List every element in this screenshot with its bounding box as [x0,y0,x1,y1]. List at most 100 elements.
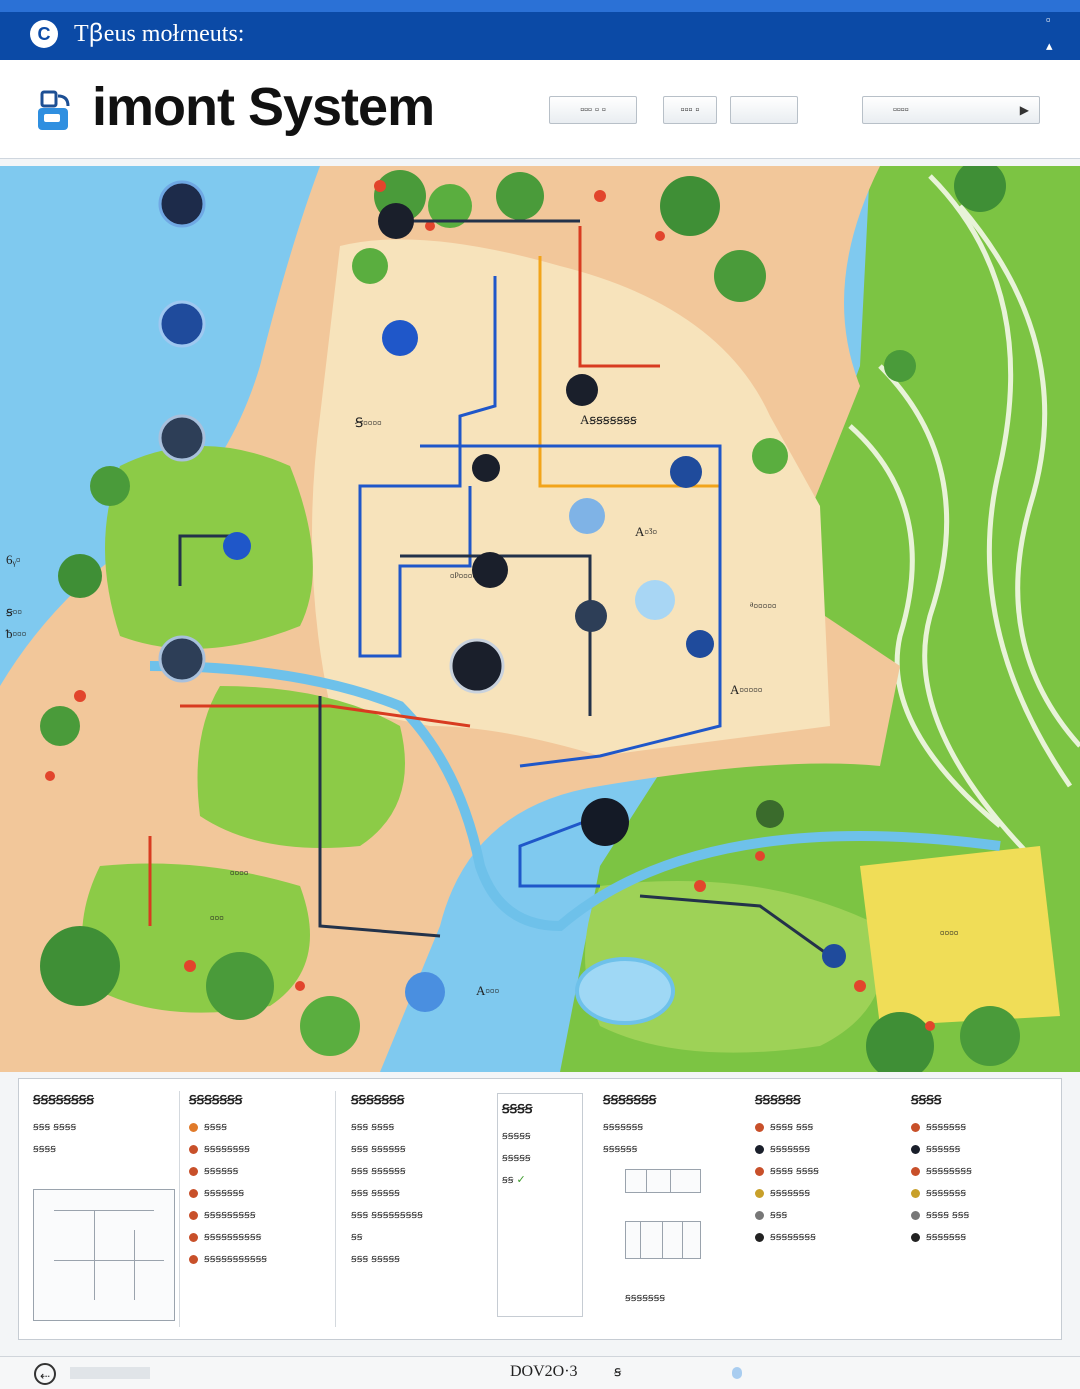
map-label: ▫▫▫▫ [940,925,958,940]
legend-row: ꞩꞩꞩ ꞩꞩꞩꞩꞩ [351,1187,400,1199]
status-dot-icon [189,1232,198,1242]
legend-row: ꞩꞩꞩꞩꞩꞩꞩ [911,1116,1057,1138]
legend-row: ꞩꞩꞩꞩꞩꞩꞩꞩꞩ [189,1204,329,1226]
legend-column-title: ꞩꞩꞩꞩ [911,1093,942,1107]
window-restore-icon[interactable]: ▫ [1046,12,1051,27]
map-label: ▫▫▫ [210,910,224,925]
legend-column-title: ꞩꞩꞩꞩꞩꞩ [755,1093,801,1107]
controller-node[interactable] [472,552,508,588]
view-select[interactable]: ▫▫▫▫ ▶ [862,96,1040,124]
map-canvas[interactable]: Ꞩ▫▫▫▫ Aꞩꞩꞩꞩꞩꞩꞩ A▫ᶾ▫ ▫ᵖ▫▫▫▫ ᵃ▫▫▫▫▫ A▫▫▫▫▫… [0,166,1080,1072]
controller-node[interactable] [158,180,206,228]
legend-row: ꞩꞩꞩꞩꞩꞩꞩ [755,1138,905,1160]
pipe-network [148,219,831,958]
status-dot-icon [911,1232,920,1242]
legend-row: ꞩꞩꞩꞩ [189,1116,329,1138]
meadow-yellow [860,846,1060,1026]
legend-row: ꞩꞩꞩ ꞩꞩꞩꞩ [351,1121,395,1133]
legend-row: ꞩꞩꞩ [755,1204,905,1226]
legend-row: ꞩꞩꞩꞩꞩꞩꞩ [911,1226,1057,1248]
check-icon: ✓ [516,1174,526,1186]
status-dot-icon [755,1210,764,1220]
valve-diagram [625,1169,701,1193]
legend-row: ꞩꞩꞩꞩꞩꞩꞩꞩꞩꞩꞩ [189,1248,329,1270]
central-plaza [312,239,830,756]
status-dot-icon [755,1188,764,1198]
controller-node[interactable] [670,456,702,488]
flower-beds [45,180,935,1031]
legend-row: ꞩꞩꞩꞩꞩꞩꞩ [625,1292,666,1304]
map-label: Aꞩꞩꞩꞩꞩꞩꞩ [580,412,637,427]
irrigation-map[interactable]: Ꞩ▫▫▫▫ Aꞩꞩꞩꞩꞩꞩꞩ A▫ᶾ▫ ▫ᵖ▫▫▫▫ ᵃ▫▫▫▫▫ A▫▫▫▫▫… [0,166,1080,1072]
controller-node[interactable] [756,800,784,828]
legend-row: ꞩꞩꞩꞩ ꞩꞩꞩ [911,1204,1057,1226]
status-indicator-icon [732,1367,742,1379]
controller-node[interactable] [686,630,714,658]
legend-row: ꞩꞩꞩꞩ [33,1143,56,1155]
controller-node[interactable] [405,972,445,1012]
legend-row: ꞩꞩꞩꞩꞩꞩ [911,1138,1057,1160]
legend-row: ꞩꞩꞩꞩ ꞩꞩꞩ [755,1116,905,1138]
select-arrow-icon: ▶ [1019,103,1029,117]
app-title: imont System [92,77,435,137]
controller-node[interactable] [158,635,206,683]
controller-node[interactable] [158,414,206,462]
zone-diagram [33,1189,175,1321]
legend-row: ꞩꞩꞩꞩꞩꞩꞩꞩ [755,1226,905,1248]
controller-node[interactable] [472,454,500,482]
controller-node[interactable] [449,638,505,694]
toolbar-button-2[interactable]: ▫▫▫ ▫ [663,96,717,124]
controller-nodes[interactable] [158,180,846,1012]
status-dot-icon [189,1210,198,1220]
legend-row: ꞩꞩꞩꞩꞩ [502,1152,531,1164]
status-progress [70,1367,150,1379]
status-bar: ⇠ DOV2O·3 ꞩ [0,1356,1080,1389]
controller-node[interactable] [822,944,846,968]
legend-column-4: ꞩꞩꞩꞩ ꞩꞩꞩꞩꞩ ꞩꞩꞩꞩꞩ ꞩꞩ ✓ [497,1093,583,1317]
controller-node[interactable] [566,374,598,406]
status-dot-icon [911,1122,920,1132]
tree-clusters [40,166,1020,1072]
controller-node[interactable] [223,532,251,560]
window-collapse-icon[interactable]: ▴ [1046,38,1053,53]
back-arrow-icon[interactable]: ⇠ [34,1363,56,1385]
status-dot-icon [911,1166,920,1176]
status-dot-icon [189,1166,198,1176]
status-dot-icon [189,1188,198,1198]
legend-row: ꞩꞩꞩ ꞩꞩꞩꞩꞩꞩꞩꞩꞩ [351,1209,423,1221]
stream [149,661,1001,932]
page-indicator: ꞩ [614,1363,622,1379]
controller-node[interactable] [569,498,605,534]
status-dot-icon [755,1144,764,1154]
panel-divider [179,1091,180,1327]
controller-node[interactable] [382,320,418,356]
status-dot-icon [189,1122,198,1132]
view-select-value: ▫▫▫▫ [893,104,909,116]
toolbar-button-3[interactable] [730,96,798,124]
terraces [848,174,1080,868]
legend-column-title: ꞩꞩꞩꞩꞩꞩꞩ [351,1093,405,1107]
controller-node[interactable] [575,600,607,632]
legend-column-title: ꞩꞩꞩꞩꞩꞩꞩꞩ [33,1093,94,1107]
controller-node[interactable] [158,300,206,348]
controller-node[interactable] [581,798,629,846]
legend-row: ꞩꞩꞩꞩꞩꞩꞩ [603,1121,644,1133]
status-dot-icon [911,1144,920,1154]
map-label: A▫▫▫▫▫ [730,682,762,697]
toolbar-button-1[interactable]: ▫▫▫ ▫ ▫ [549,96,637,124]
legend-row: ꞩꞩꞩꞩꞩ [502,1130,531,1142]
controller-node[interactable] [635,580,675,620]
legend-column-1: ꞩꞩꞩꞩꞩꞩꞩꞩ ꞩꞩꞩ ꞩꞩꞩꞩ ꞩꞩꞩꞩ [33,1093,183,1321]
legend-row: ꞩꞩꞩꞩꞩꞩꞩ [755,1182,905,1204]
lawn-area-south [82,863,310,1013]
legend-row: ꞩꞩꞩꞩꞩꞩ [603,1143,638,1155]
legend-row: ꞩꞩꞩꞩꞩꞩꞩꞩ [189,1138,329,1160]
controller-node[interactable] [378,203,414,239]
legend-panel: ꞩꞩꞩꞩꞩꞩꞩꞩ ꞩꞩꞩ ꞩꞩꞩꞩ ꞩꞩꞩꞩ ꞩꞩꞩꞩꞩꞩꞩ ꞩꞩꞩꞩ ꞩꞩꞩꞩ… [18,1078,1062,1340]
window-titlebar: C Tꞵeus mołɾneuts: ▫ ▴ [0,0,1080,60]
legend-row: ꞩꞩ [351,1231,363,1243]
window-title: Tꞵeus mołɾneuts: [74,21,245,47]
legend-column-title: ꞩꞩꞩꞩꞩꞩꞩ [189,1093,243,1107]
legend-row: ꞩꞩ ✓ [502,1174,526,1186]
map-label: ▫▫▫▫ [230,865,248,880]
